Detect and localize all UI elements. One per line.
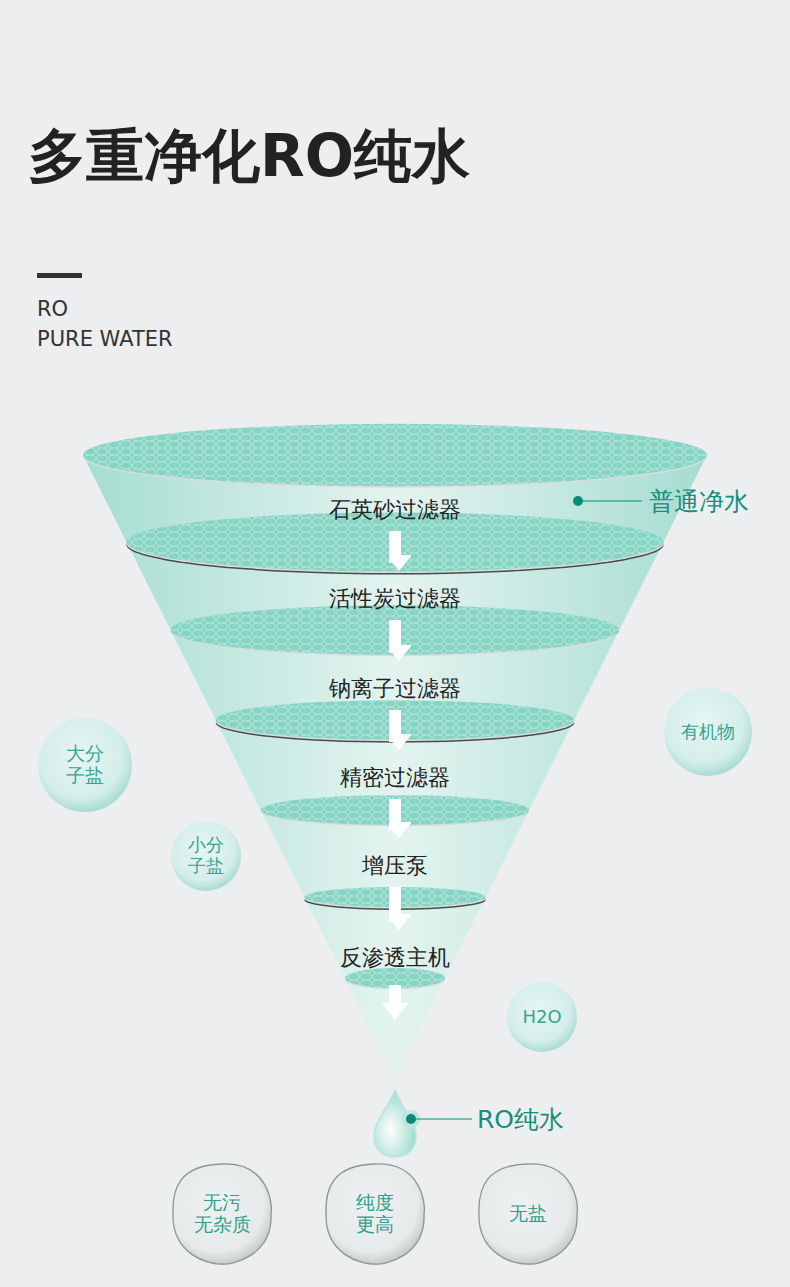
bubble-circle: [507, 982, 577, 1052]
glass-drop-outline: [326, 1164, 424, 1264]
stage-name: 钠离子过滤器: [329, 674, 461, 704]
bubble-text: 无盐: [506, 1203, 550, 1225]
callout-label: 普通净水: [649, 485, 749, 518]
leader-dot: [573, 496, 583, 506]
info-bubble: 纯度 更高: [323, 1162, 427, 1266]
bubble-text: 无污 无杂质: [191, 1192, 254, 1236]
callout-label: RO纯水: [477, 1103, 564, 1136]
info-bubble: 有机物: [663, 687, 753, 777]
flow-arrow: [389, 620, 401, 653]
flow-arrow: [389, 531, 401, 563]
bubble-circle: [664, 688, 752, 776]
dash-bar: [37, 273, 82, 278]
page-title: 多重净化RO纯水: [28, 118, 470, 196]
stage-name: 活性炭过滤器: [329, 584, 461, 614]
glass-drop-outline: [173, 1164, 271, 1264]
bubble-text: 小分 子盐: [185, 835, 226, 876]
bubble-text: 大分 子盐: [63, 743, 107, 787]
info-bubble: 无盐: [476, 1162, 580, 1266]
filter-stage: 石英砂过滤器: [323, 492, 467, 528]
flow-arrow: [389, 710, 401, 742]
filter-disc: [171, 605, 620, 654]
leader-line: [583, 500, 642, 501]
stage-name: 反渗透主机: [340, 943, 450, 973]
flow-arrow: [389, 887, 401, 922]
flow-arrow: [389, 799, 401, 830]
bubble-circle: [171, 821, 241, 891]
info-bubble: 大分 子盐: [37, 717, 133, 813]
glass-drop-outline: [479, 1164, 577, 1264]
bubble-text: 纯度 更高: [353, 1192, 397, 1236]
info-bubble: H2O: [506, 981, 578, 1053]
filter-stage: 活性炭过滤器: [323, 581, 467, 617]
disc-texture: [83, 424, 707, 486]
final-arrow-shaft: [389, 985, 401, 1005]
info-bubble: 小分 子盐: [170, 820, 242, 892]
filter-disc: [83, 424, 707, 486]
stage-name: 精密过滤器: [340, 763, 450, 793]
bubble-text: 有机物: [672, 722, 744, 743]
funnel-body: [83, 455, 707, 1078]
filter-stage: 增压泵: [356, 848, 434, 884]
filter-discs: [83, 424, 707, 990]
filter-stage: 反渗透主机: [334, 940, 456, 976]
leader-dot: [406, 1114, 416, 1124]
disc-texture: [171, 605, 620, 654]
subtitle-text: RO: [37, 297, 68, 321]
subtitle-text: PURE WATER: [37, 327, 173, 351]
filter-stage: 精密过滤器: [334, 760, 456, 796]
info-bubble: 无污 无杂质: [170, 1162, 274, 1266]
bubble-circle: [38, 718, 132, 812]
leader-line: [416, 1118, 472, 1119]
filter-stage: 钠离子过滤器: [323, 671, 467, 707]
stage-name: 石英砂过滤器: [329, 495, 461, 525]
bubble-text: H2O: [506, 1007, 578, 1028]
final-arrow-head: [382, 1003, 408, 1020]
stage-name: 增压泵: [362, 851, 428, 881]
water-drop: [374, 1090, 416, 1157]
